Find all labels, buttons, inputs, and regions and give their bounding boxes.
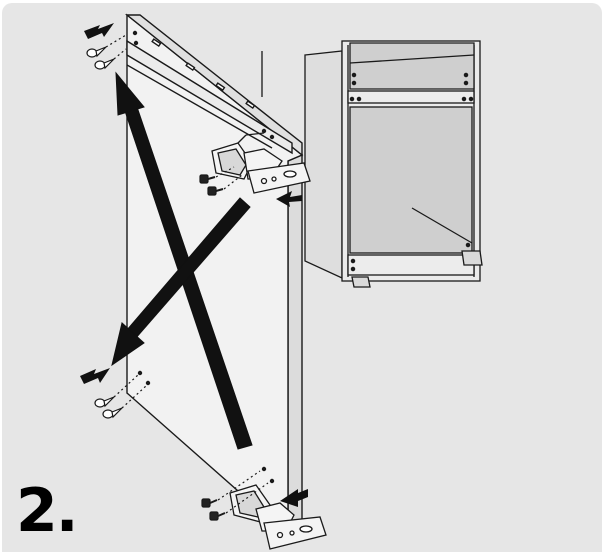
cabinet-foot-right: [461, 250, 483, 266]
cabinet-bottom-rail: [347, 254, 475, 276]
cabinet-lower-window: [349, 106, 473, 254]
door-edge: [287, 153, 303, 536]
lower-hinge-screw-1: [201, 498, 218, 508]
upper-hinge-screw-2: [207, 186, 224, 196]
top-left-screw-2: [94, 58, 115, 70]
arrow-upper-hinge-in: [276, 191, 302, 207]
cabinet-divider: [347, 90, 475, 104]
door-hinge-diagram: [80, 13, 483, 550]
lower-hinge: [229, 484, 327, 550]
arrow-diagonal-down-left: [111, 197, 251, 367]
cabinet-side-wall: [304, 50, 343, 280]
lower-hinge-screw-2: [209, 511, 226, 521]
illustration-panel: 2.: [2, 3, 602, 552]
lower-hinge-bracket: [263, 516, 327, 550]
door-face: [126, 13, 304, 537]
door-panel: [125, 13, 304, 537]
upper-hinge-screw-1: [199, 174, 216, 184]
upper-hinge-bracket: [247, 162, 311, 194]
door-top-edge: [125, 14, 303, 157]
door-top-rail: [126, 39, 293, 155]
lower-left-screw-2: [102, 407, 123, 419]
cabinet-upper-window: [349, 42, 475, 90]
removal-arrows: [80, 23, 308, 507]
top-left-screw-1: [86, 46, 107, 58]
lower-left-screw-1: [94, 396, 115, 408]
arrow-lower-hinge-in: [280, 489, 308, 507]
arrow-top-left-out: [84, 23, 114, 39]
movement-arrows: [111, 71, 253, 450]
arrow-lower-left-out: [80, 368, 110, 384]
cabinet-foot-left: [351, 276, 371, 288]
screws: [86, 34, 269, 521]
cabinet: [261, 40, 483, 288]
step-number: 2.: [16, 476, 79, 546]
upper-hinge: [211, 132, 311, 194]
